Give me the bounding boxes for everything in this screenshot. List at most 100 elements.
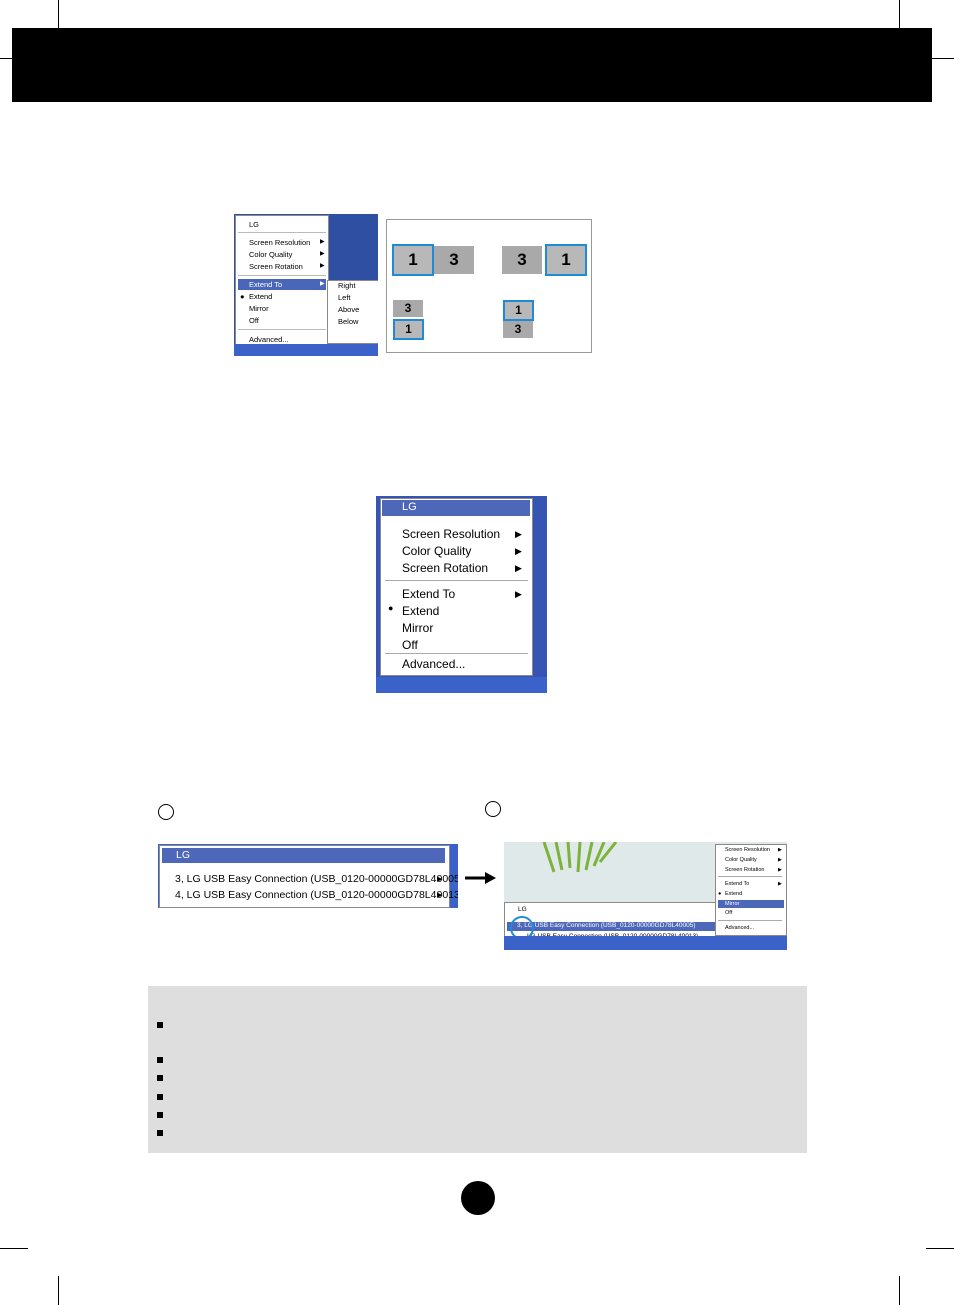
menu-separator	[385, 580, 528, 581]
menu-separator	[238, 329, 326, 330]
menu-title-bar: LG	[162, 848, 445, 863]
submenu-item-extend[interactable]: Extend	[725, 891, 743, 897]
menu-item-extend[interactable]: Extend	[402, 604, 440, 618]
submenu-item-below[interactable]: Below	[338, 317, 359, 326]
context-menu: LG Screen Resolution ▶ Color Quality ▶ S…	[380, 498, 533, 660]
menu-highlight	[718, 900, 784, 908]
submenu-item-left[interactable]: Left	[338, 293, 351, 302]
menu-title: LG	[402, 501, 417, 513]
step-marker	[485, 801, 501, 817]
menu-item-extend-to[interactable]: Extend To	[402, 587, 456, 601]
submenu-item-advanced[interactable]: Advanced...	[725, 925, 755, 931]
crop-mark	[58, 1276, 59, 1305]
bullet-square-icon	[157, 1075, 163, 1081]
bullet-square-icon	[157, 1094, 163, 1100]
submenu-item-extend-to[interactable]: Extend To	[725, 881, 750, 887]
extend-submenu: Right Left Above Below	[327, 280, 378, 344]
menu-separator	[238, 232, 326, 233]
submenu-item-screen-rotation[interactable]: Screen Rotation	[725, 867, 765, 873]
menu-item-mirror[interactable]: Mirror	[249, 304, 269, 313]
device-item[interactable]: 3, LG USB Easy Connection (USB_0120-0000…	[517, 922, 696, 929]
submenu-arrow-icon: ▶	[320, 251, 325, 257]
monitor-primary: 1	[545, 244, 587, 276]
bullet-square-icon	[157, 1130, 163, 1136]
menu-item-extend[interactable]: Extend	[249, 292, 273, 301]
menu-item-screen-resolution[interactable]: Screen Resolution	[402, 527, 501, 541]
crop-mark	[926, 1248, 954, 1249]
bullet-square-icon	[157, 1057, 163, 1063]
menu-item-color-quality[interactable]: Color Quality	[249, 250, 293, 259]
device-menu-screenshot: LG 3, LG USB Easy Connection (USB_0120-0…	[158, 844, 458, 922]
menu-item-screen-rotation[interactable]: Screen Rotation	[249, 262, 303, 271]
monitor-secondary: 3	[503, 321, 533, 338]
bullet-square-icon	[157, 1022, 163, 1028]
submenu-arrow-icon: ▶	[437, 892, 443, 899]
device-menu: LG 3, LG USB Easy Connection (USB_0120-0…	[159, 845, 458, 908]
device-item[interactable]: 3, LG USB Easy Connection (USB_0120-0000…	[175, 873, 458, 885]
device-item[interactable]: 4, LG USB Easy Connection (USB_0120-0000…	[175, 889, 458, 901]
menu-item-advanced[interactable]: Advanced...	[249, 335, 289, 344]
context-menu: LG Screen Resolution ▶ Color Quality ▶ S…	[235, 215, 329, 345]
menu-item-mirror[interactable]: Mirror	[402, 621, 434, 635]
submenu-item-right[interactable]: Right	[338, 281, 356, 290]
bullet-square-icon	[157, 1112, 163, 1118]
bullet-icon: ●	[240, 292, 245, 301]
monitor-arrangement-diagram: 1 3 3 1 3 1 1 3	[386, 219, 592, 353]
submenu-arrow-icon: ▶	[778, 867, 782, 873]
monitor-primary: 1	[392, 244, 434, 276]
settings-submenu: Screen Resolution ▶ Color Quality ▶ Scre…	[715, 844, 787, 936]
menu-item-off[interactable]: Off	[402, 638, 418, 652]
crop-mark	[899, 1276, 900, 1305]
submenu-item-above[interactable]: Above	[338, 305, 360, 314]
menu-highlight	[507, 922, 715, 931]
palm-leaf-image	[542, 842, 618, 873]
submenu-arrow-icon: ▶	[515, 589, 522, 599]
step-marker	[158, 804, 174, 820]
submenu-item-mirror[interactable]: Mirror	[725, 901, 740, 907]
menu-title: LG	[518, 906, 527, 913]
submenu-arrow-icon: ▶	[320, 263, 325, 269]
note-box	[148, 986, 807, 1153]
mode-menu-screenshot: LG Screen Resolution ▶ Color Quality ▶ S…	[376, 496, 547, 693]
crop-mark	[932, 58, 954, 59]
menu-separator	[385, 653, 528, 654]
submenu-arrow-icon: ▶	[778, 881, 782, 887]
submenu-item-color-quality[interactable]: Color Quality	[725, 857, 757, 863]
taskbar	[376, 677, 547, 693]
submenu-arrow-icon: ▶	[320, 281, 325, 287]
submenu-item-screen-resolution[interactable]: Screen Resolution	[725, 847, 770, 853]
submenu-arrow-icon: ▶	[515, 529, 522, 539]
crop-mark	[0, 1248, 28, 1249]
submenu-arrow-icon: ▶	[515, 563, 522, 573]
submenu-arrow-icon: ▶	[515, 546, 522, 556]
menu-footer: Advanced...	[380, 653, 533, 676]
menu-highlight	[238, 279, 326, 290]
monitor-primary: 1	[393, 319, 424, 340]
desktop-strip	[158, 908, 458, 922]
crop-mark	[58, 0, 59, 28]
menu-item-screen-rotation[interactable]: Screen Rotation	[402, 561, 489, 575]
taskbar	[234, 344, 378, 356]
monitor-secondary: 3	[502, 246, 542, 274]
menu-title-bar: LG	[382, 500, 530, 516]
bullet-icon: ●	[388, 603, 394, 613]
taskbar	[504, 936, 787, 950]
submenu-arrow-icon: ▶	[437, 876, 443, 883]
menu-item-color-quality[interactable]: Color Quality	[402, 544, 472, 558]
menu-item-screen-resolution[interactable]: Screen Resolution	[249, 238, 311, 247]
extend-to-menu-screenshot: LG Screen Resolution ▶ Color Quality ▶ S…	[234, 214, 378, 356]
menu-title: LG	[176, 849, 191, 861]
menu-item-extend-to[interactable]: Extend To	[249, 280, 283, 289]
monitor-secondary: 3	[393, 300, 423, 317]
crop-mark	[899, 0, 900, 28]
menu-item-off[interactable]: Off	[249, 316, 259, 325]
submenu-arrow-icon: ▶	[778, 847, 782, 853]
menu-separator	[718, 920, 782, 921]
crop-mark	[0, 58, 12, 59]
menu-item-advanced[interactable]: Advanced...	[402, 657, 466, 671]
submenu-item-off[interactable]: Off	[725, 910, 733, 916]
device-submenu-screenshot: LG 3, LG USB Easy Connection (USB_0120-0…	[504, 842, 787, 950]
menu-title: LG	[249, 220, 260, 229]
menu-separator	[238, 275, 326, 276]
menu-separator	[718, 876, 782, 877]
